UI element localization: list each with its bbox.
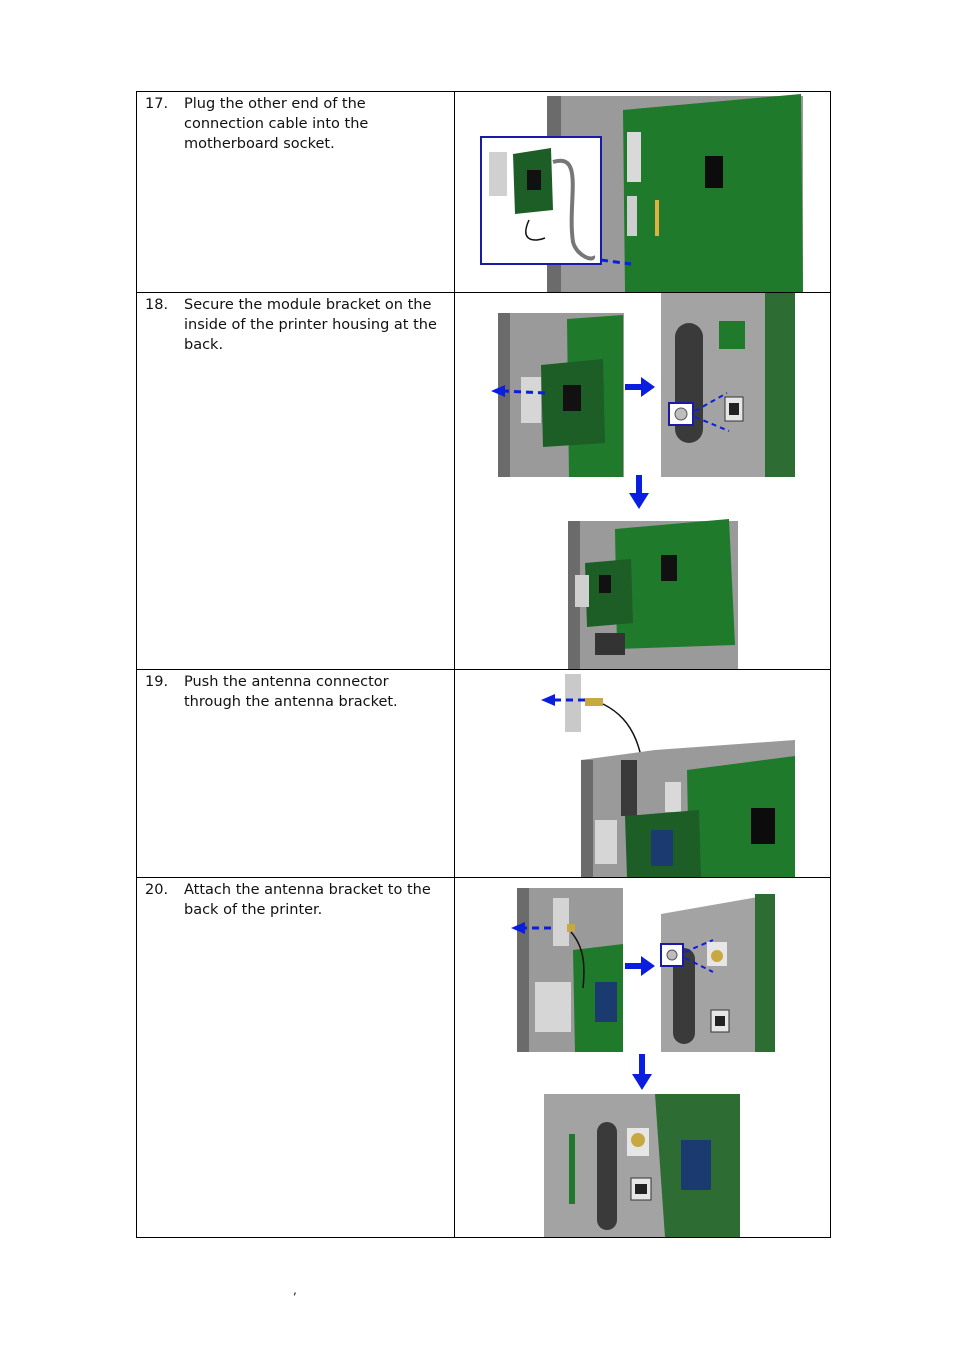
- step-20: 20. Attach the antenna bracket to the ba…: [137, 878, 454, 920]
- step-number: 19.: [145, 674, 169, 690]
- step-instruction: Push the antenna connector through the a…: [184, 674, 398, 710]
- step-text-cell: 18. Secure the module bracket on the ins…: [136, 292, 455, 670]
- step-number: 18.: [145, 297, 169, 313]
- ethernet-port: [729, 403, 739, 415]
- arrow-down-icon: [629, 493, 649, 509]
- footer-mark: ,: [293, 1283, 297, 1297]
- motherboard-connection-illustration: [480, 94, 803, 292]
- step-instruction: Attach the antenna bracket to the back o…: [184, 882, 431, 918]
- antenna-connector: [585, 698, 603, 706]
- step-row-17: 17. Plug the other end of the connection…: [136, 91, 831, 293]
- antenna-connector: [631, 1133, 645, 1147]
- motherboard: [623, 94, 803, 292]
- arrow-left-icon: [511, 922, 525, 934]
- antenna-bracket-illustration: [511, 888, 775, 1237]
- step-image-cell: [454, 91, 831, 293]
- step-instruction: Secure the module bracket on the inside …: [184, 297, 437, 353]
- ethernet-port: [715, 1016, 725, 1026]
- antenna-connector: [711, 950, 723, 962]
- antenna-bracket: [553, 898, 569, 946]
- step-image-cell: [454, 669, 831, 878]
- step-text-cell: 20. Attach the antenna bracket to the ba…: [136, 877, 455, 1238]
- chip: [705, 156, 723, 188]
- arrow-down-icon: [632, 1074, 652, 1090]
- connection-cable: [552, 158, 596, 261]
- panel-slot: [673, 948, 695, 1044]
- step-18: 18. Secure the module bracket on the ins…: [137, 293, 454, 355]
- arrow-left-icon: [491, 385, 505, 397]
- step-instruction: Plug the other end of the connection cab…: [184, 96, 369, 152]
- step-row-20: 20. Attach the antenna bracket to the ba…: [136, 877, 831, 1238]
- steps-table: 17. Plug the other end of the connection…: [136, 91, 831, 1238]
- step-image-cell: [454, 292, 831, 670]
- step-19: 19. Push the antenna connector through t…: [137, 670, 454, 712]
- antenna-bracket: [565, 674, 581, 732]
- step-image-cell: [454, 877, 831, 1238]
- step-text-cell: 17. Plug the other end of the connection…: [136, 91, 455, 293]
- arrow-right-icon: [641, 956, 655, 976]
- step-17: 17. Plug the other end of the connection…: [137, 92, 454, 154]
- antenna-connector-illustration: [541, 674, 795, 877]
- ethernet-port: [635, 1184, 647, 1194]
- module-bracket: [521, 377, 541, 423]
- step-number: 20.: [145, 882, 169, 898]
- dashed-pointer: [600, 258, 632, 266]
- motherboard: [615, 519, 735, 649]
- arrow-left-icon: [541, 694, 555, 706]
- step-text-cell: 19. Push the antenna connector through t…: [136, 669, 455, 878]
- step-row-19: 19. Push the antenna connector through t…: [136, 669, 831, 878]
- motherboard: [687, 756, 795, 877]
- step-row-18: 18. Secure the module bracket on the ins…: [136, 292, 831, 670]
- module-bracket-illustration: [491, 293, 795, 669]
- step-number: 17.: [145, 96, 169, 112]
- antenna-cable: [570, 931, 585, 989]
- panel-slot: [597, 1122, 617, 1230]
- arrow-right-icon: [641, 377, 655, 397]
